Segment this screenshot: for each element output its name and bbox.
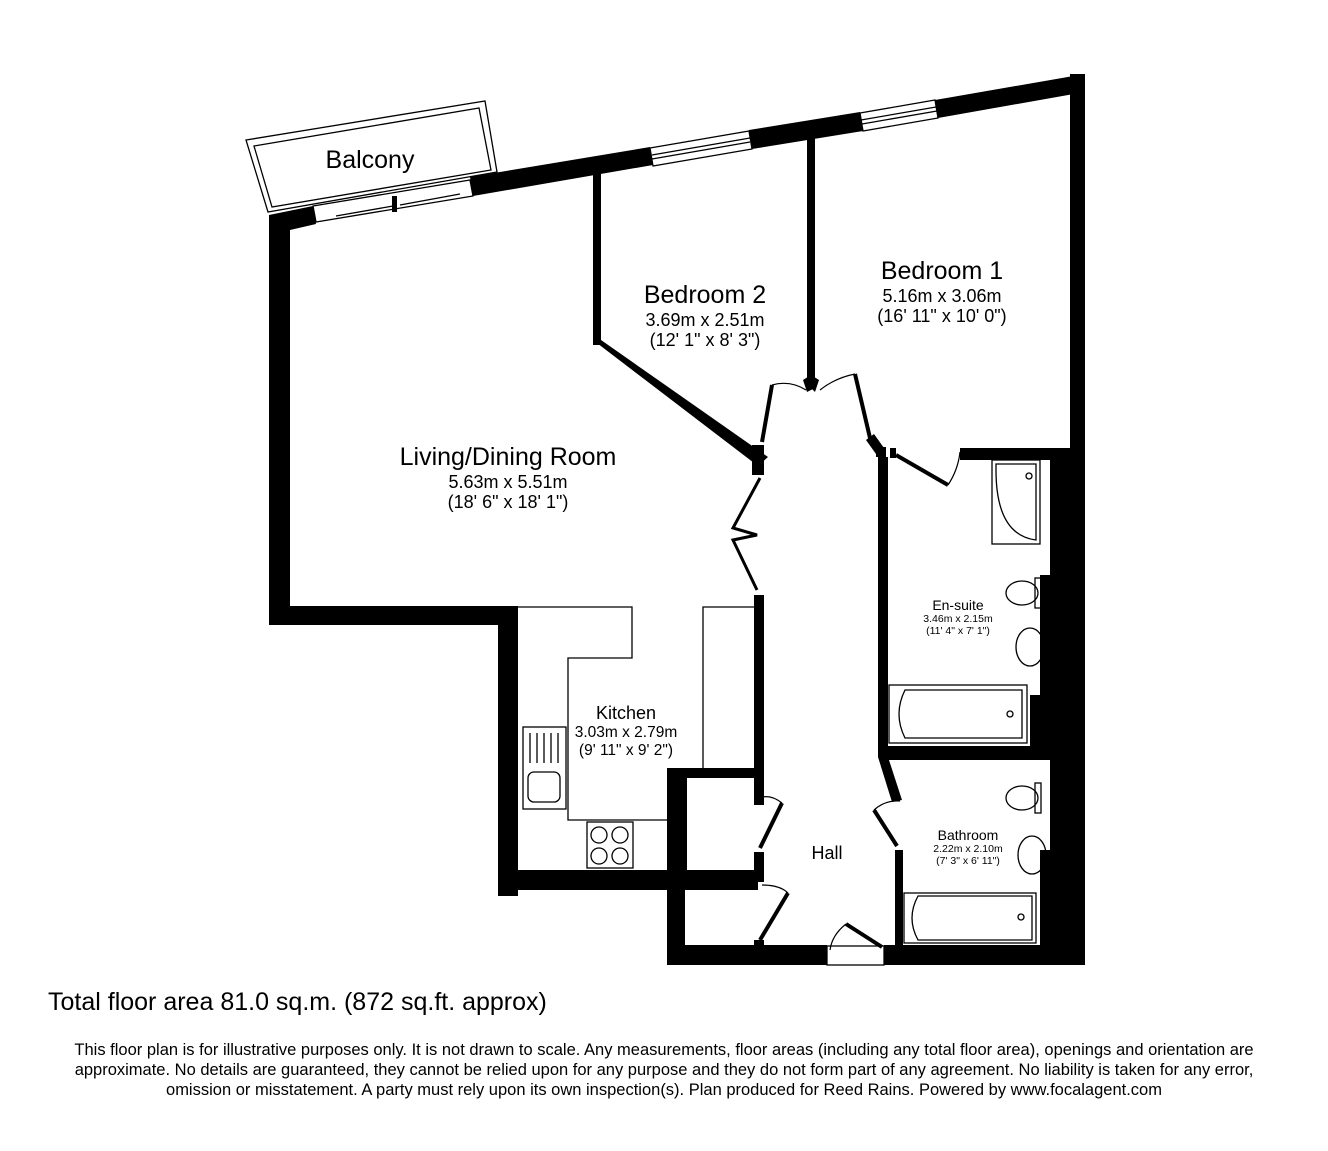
room-name: Living/Dining Room	[399, 443, 617, 471]
room-dims-metric: 3.03m x 2.79m	[574, 723, 678, 741]
balcony-sliding-door	[312, 179, 474, 223]
hall-label: Hall	[811, 843, 843, 863]
bedroom-2-label: Bedroom 2 3.69m x 2.51m (12' 1" x 8' 3")	[620, 281, 790, 351]
room-name: Bathroom	[937, 827, 999, 843]
total-floor-area: Total floor area 81.0 sq.m. (872 sq.ft. …	[48, 988, 547, 1016]
room-name: Bedroom 1	[880, 257, 1004, 285]
balcony-outline	[245, 100, 498, 213]
room-dims-metric: 3.46m x 2.15m	[923, 613, 993, 626]
en-suite-label: En-suite 3.46m x 2.15m (11' 4" x 7' 1")	[913, 597, 1003, 637]
exterior-walls	[269, 74, 1085, 965]
bedroom-1-label: Bedroom 1 5.16m x 3.06m (16' 11" x 10' 0…	[852, 257, 1032, 327]
interior-walls	[593, 135, 1070, 965]
room-dims-imperial: (11' 4" x 7' 1")	[926, 625, 990, 638]
ensuite-fittings	[888, 459, 1045, 744]
living-dining-room-label: Living/Dining Room 5.63m x 5.51m (18' 6"…	[378, 443, 638, 513]
room-name: Bedroom 2	[643, 281, 767, 309]
floor-plan-drawing	[245, 74, 1085, 966]
room-dims-metric: 5.16m x 3.06m	[882, 285, 1002, 306]
room-name: Kitchen	[595, 703, 657, 723]
bathroom-fittings	[903, 782, 1047, 944]
doors	[730, 373, 961, 966]
room-dims-metric: 5.63m x 5.51m	[448, 471, 568, 492]
kitchen-fittings	[518, 606, 754, 869]
room-dims-metric: 3.69m x 2.51m	[645, 309, 765, 330]
room-name: En-suite	[932, 597, 984, 613]
windows	[649, 99, 939, 167]
room-dims-imperial: (16' 11" x 10' 0")	[877, 306, 1007, 327]
room-dims-imperial: (18' 6" x 18' 1")	[447, 492, 569, 513]
kitchen-label: Kitchen 3.03m x 2.79m (9' 11" x 9' 2")	[566, 703, 686, 759]
disclaimer-text: This floor plan is for illustrative purp…	[74, 1041, 1254, 1099]
room-dims-imperial: (9' 11" x 9' 2")	[578, 741, 674, 759]
room-dims-imperial: (12' 1" x 8' 3")	[649, 330, 761, 351]
bathroom-label: Bathroom 2.22m x 2.10m (7' 3" x 6' 11")	[920, 827, 1016, 867]
room-dims-metric: 2.22m x 2.10m	[933, 843, 1003, 856]
balcony-label: Balcony	[325, 146, 415, 174]
room-dims-imperial: (7' 3" x 6' 11")	[936, 855, 1000, 868]
